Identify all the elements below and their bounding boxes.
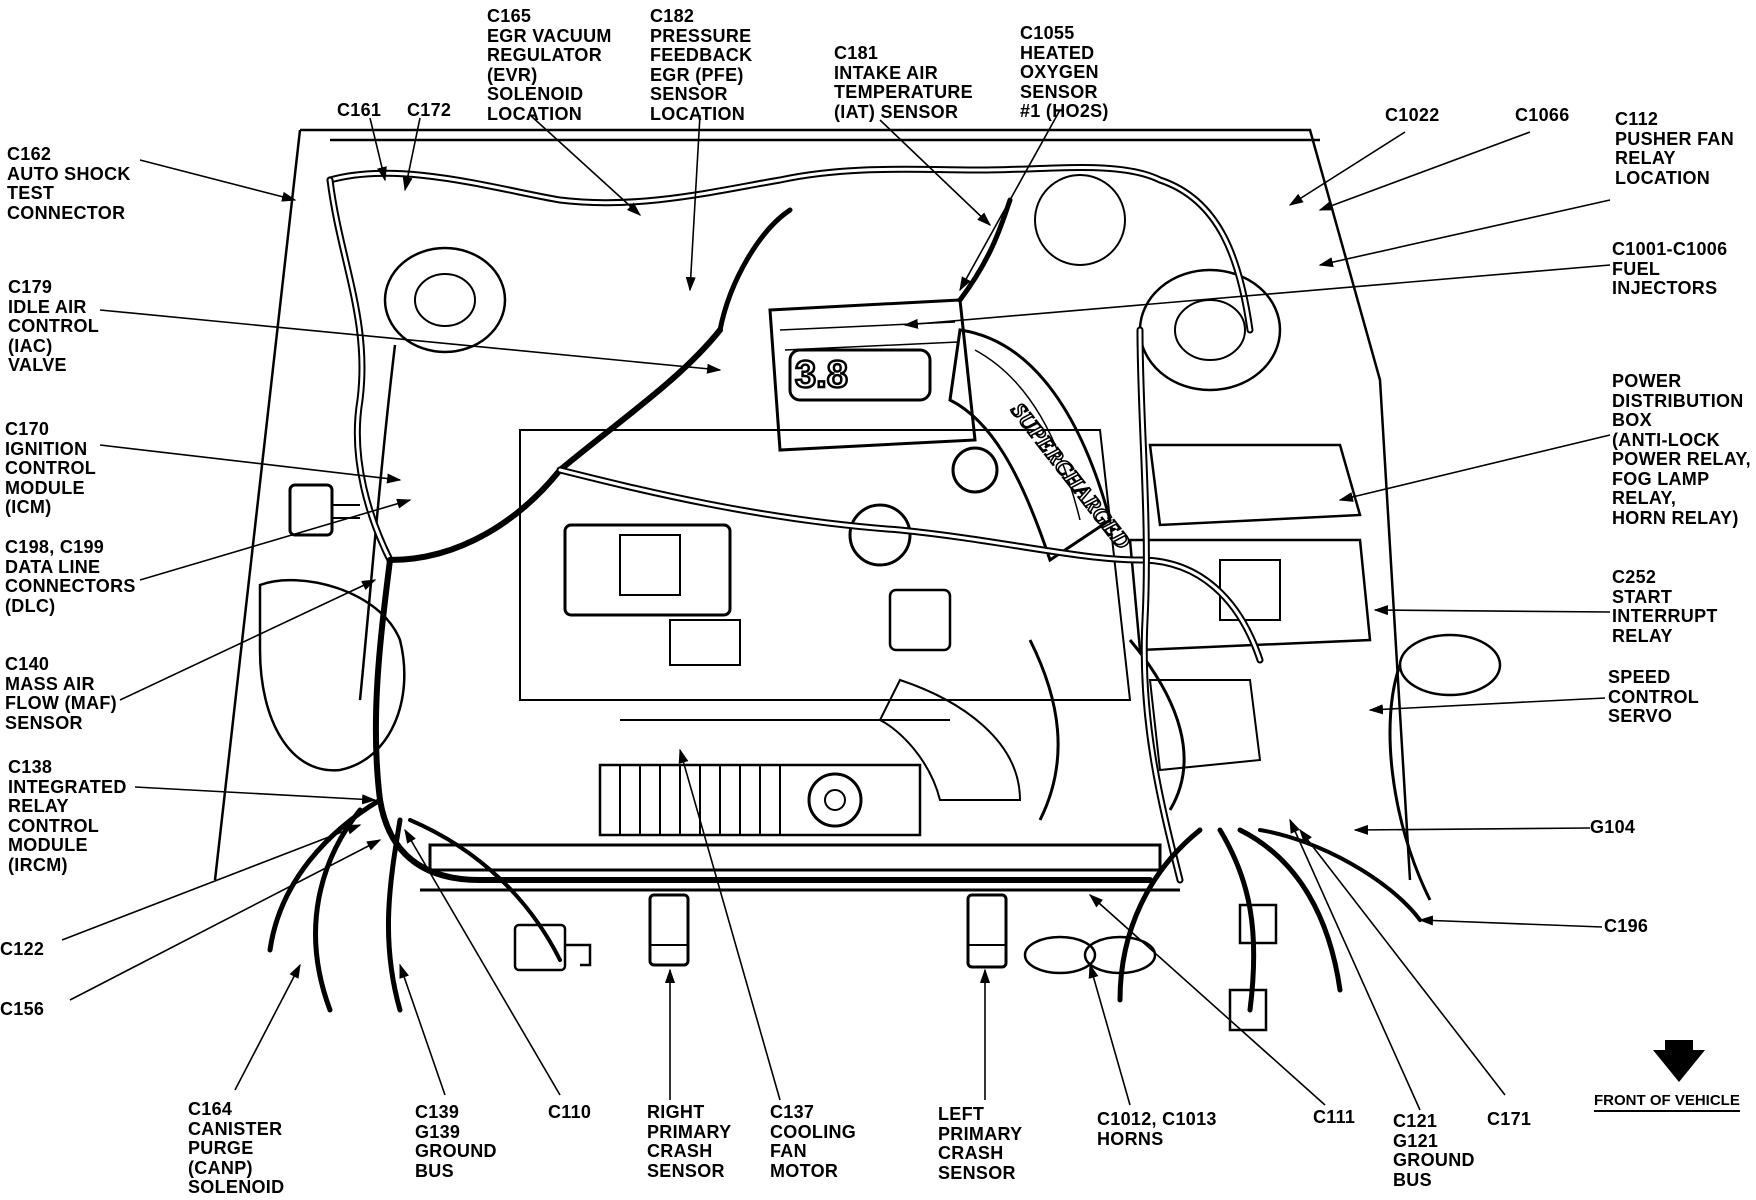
radiator-support bbox=[420, 763, 1180, 892]
left-components bbox=[258, 246, 690, 972]
label-c171: C171 bbox=[1487, 1109, 1532, 1129]
label-c1066: C1066 bbox=[1515, 105, 1570, 125]
leader-lines bbox=[61, 109, 1611, 1111]
label-c161: C161 bbox=[337, 100, 382, 120]
front-of-vehicle-arrow bbox=[1653, 1040, 1705, 1082]
label-c172: C172 bbox=[407, 100, 452, 120]
engine-bay-outline bbox=[213, 128, 1412, 881]
label-c122: C122 bbox=[0, 939, 45, 959]
label-c156: C156 bbox=[0, 999, 45, 1019]
label-c110: C110 bbox=[548, 1102, 592, 1122]
label-g104: G104 bbox=[1590, 817, 1636, 837]
label-c111: C111 bbox=[1313, 1107, 1356, 1127]
wiring-harness bbox=[267, 164, 1422, 1013]
engine-badge-text: 3.8 bbox=[795, 354, 848, 396]
front-of-vehicle-label: FRONT OF VEHICLE bbox=[1594, 1092, 1740, 1112]
label-c196: C196 bbox=[1604, 916, 1649, 936]
engine bbox=[519, 298, 1132, 821]
label-c1022: C1022 bbox=[1385, 105, 1440, 125]
